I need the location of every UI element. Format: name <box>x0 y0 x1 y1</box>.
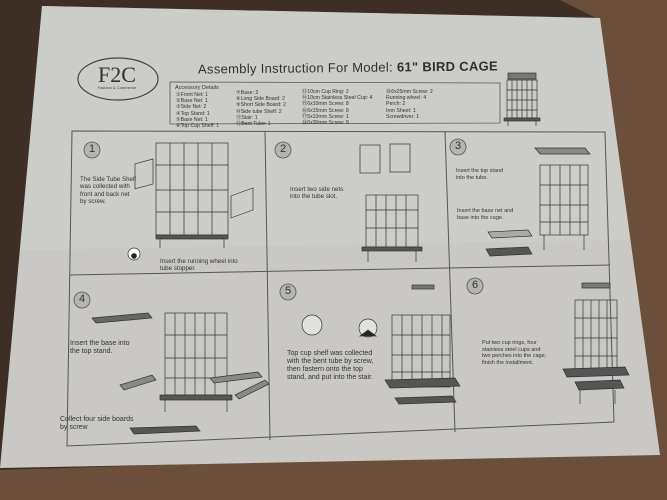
accessory-item: Screwdriver: 1 <box>386 113 420 120</box>
step3-note: Insert the top stand into the tube. <box>456 168 503 181</box>
step6-drawing <box>562 282 630 404</box>
accessory-item: ⑰5x10mm Screw: 1 <box>302 113 349 120</box>
note-line: into the tube slot. <box>290 193 338 201</box>
cage-preview <box>503 72 541 126</box>
accessory-item: ⑯6x15mm Screw: 8 <box>302 107 349 114</box>
note-line: tube stopper. <box>160 265 196 273</box>
note-line: Put two cup rings, four <box>482 340 537 346</box>
note-line: with the bent tube by screw, <box>287 358 374 365</box>
step-number-2: 2 <box>279 143 287 155</box>
step3-note-2: Insert the base net and base into the ca… <box>457 208 513 221</box>
accessory-item: ⑨Short Side Board: 2 <box>236 102 286 109</box>
accessory-item: ⑪Stair: 1 <box>236 114 258 121</box>
step3-drawing <box>485 147 591 257</box>
title-prefix: Assembly Instruction For Model: <box>197 59 394 77</box>
step6-note: Put two cup rings, four stainless steel … <box>482 340 546 366</box>
note-line: two perches into the cage, <box>482 353 547 360</box>
accessory-item: ①Front Net: 1 <box>176 92 209 98</box>
accessory-item: ⑲6x25mm Screw: 2 <box>386 89 433 95</box>
accessory-item: ⑥Top Cup Shelf: 1 <box>176 123 220 130</box>
step5-note: Top cup shelf was collected with the ben… <box>287 350 373 382</box>
note-line: was collected with <box>80 183 130 191</box>
title-model: 61" BIRD CAGE <box>396 58 499 75</box>
step1-note-2: Insert the running wheel into tube stopp… <box>160 258 238 273</box>
note-line: base into the cage. <box>457 214 504 221</box>
accessory-item: Perch: 2 <box>386 101 406 108</box>
note-line: Insert two side nets <box>290 186 344 193</box>
accessory-box <box>169 81 501 125</box>
step1-note: The Side Tube Shelf was collected with f… <box>80 176 136 206</box>
step2-drawing <box>359 143 423 262</box>
step5-drawing <box>301 284 461 405</box>
accessory-column-2: ⑦Base: 2 ⑧Long Side Board: 2 ⑨Short Side… <box>236 90 286 127</box>
step2-note: Insert two side nets into the tube slot. <box>290 186 343 201</box>
step1-drawing <box>127 142 254 261</box>
step4-drawing <box>91 312 270 435</box>
accessory-item: ⑬10cm Cup Ring: 2 <box>302 89 349 95</box>
note-line: Insert the top stand <box>456 168 504 174</box>
step4-note: Insert the base into the top stand. <box>70 340 130 356</box>
accessory-item: ②Base Net: 1 <box>176 98 208 105</box>
note-line: the top stand. <box>70 348 113 355</box>
note-line: stainless steel cups and <box>482 346 541 353</box>
accessory-column-4: ⑲6x25mm Screw: 2 Running wheel: 4 Perch:… <box>386 89 433 120</box>
brand-tagline: Fashion & Commerce <box>97 85 137 90</box>
accessory-item: ⑫Bent Tube: 1 <box>236 121 271 128</box>
note-line: Insert the base into <box>70 340 130 347</box>
accessory-item: ④Top Stand: 1 <box>176 110 210 117</box>
note-line: by screw <box>60 424 88 431</box>
note-line: Insert the running wheel into <box>160 258 238 265</box>
note-line: front and back net <box>80 190 130 198</box>
step-number-5: 5 <box>284 285 292 297</box>
logo-oval <box>77 57 159 101</box>
accessory-item: ⑩Side tube Shelf: 2 <box>236 108 282 115</box>
note-line: finish the installment. <box>482 359 534 366</box>
accessory-item: ⑧Long Side Board: 2 <box>236 96 286 103</box>
step-number-6: 6 <box>471 279 479 291</box>
accessory-item: ③Side Net: 2 <box>176 104 207 111</box>
document-title: Assembly Instruction For Model: 61" BIRD… <box>198 58 498 76</box>
note-line: stand, and put into the stair. <box>287 374 374 381</box>
step-number-3: 3 <box>454 140 462 152</box>
step4-note-2: Collect four side boards by screw <box>60 416 134 432</box>
note-line: The Side Tube Shelf <box>80 176 137 183</box>
note-line: Insert the base net and <box>457 208 514 214</box>
step-number-1: 1 <box>88 143 96 155</box>
accessory-item: ⑭10cm Stainless Steel Cup: 4 <box>302 95 373 102</box>
note-line: into the tube. <box>456 174 488 181</box>
accessory-item: ⑱6x30mm Screw: 8 <box>302 120 349 127</box>
note-line: Collect four side boards <box>60 416 134 423</box>
note-line: by screw. <box>80 198 106 206</box>
accessory-item: ⑮6x10mm Screw: 8 <box>302 101 349 108</box>
accessory-heading: Accessory Details <box>175 85 219 91</box>
accessory-item: ⑤Base Net: 1 <box>176 116 208 123</box>
accessory-item: ⑦Base: 2 <box>236 90 259 96</box>
accessory-item: Iron Sheet: 1 <box>386 107 416 114</box>
note-line: Top cup shelf was collected <box>287 350 373 357</box>
note-line: then fastern onto the top <box>287 366 363 373</box>
accessory-item: Running wheel: 4 <box>386 95 427 102</box>
accessory-column-3: ⑬10cm Cup Ring: 2 ⑭10cm Stainless Steel … <box>302 89 372 126</box>
accessory-column-1: ①Front Net: 1 ②Base Net: 1 ③Side Net: 2 … <box>176 92 219 129</box>
brand-logo: F2C <box>98 62 136 87</box>
step-number-4: 4 <box>78 293 86 305</box>
